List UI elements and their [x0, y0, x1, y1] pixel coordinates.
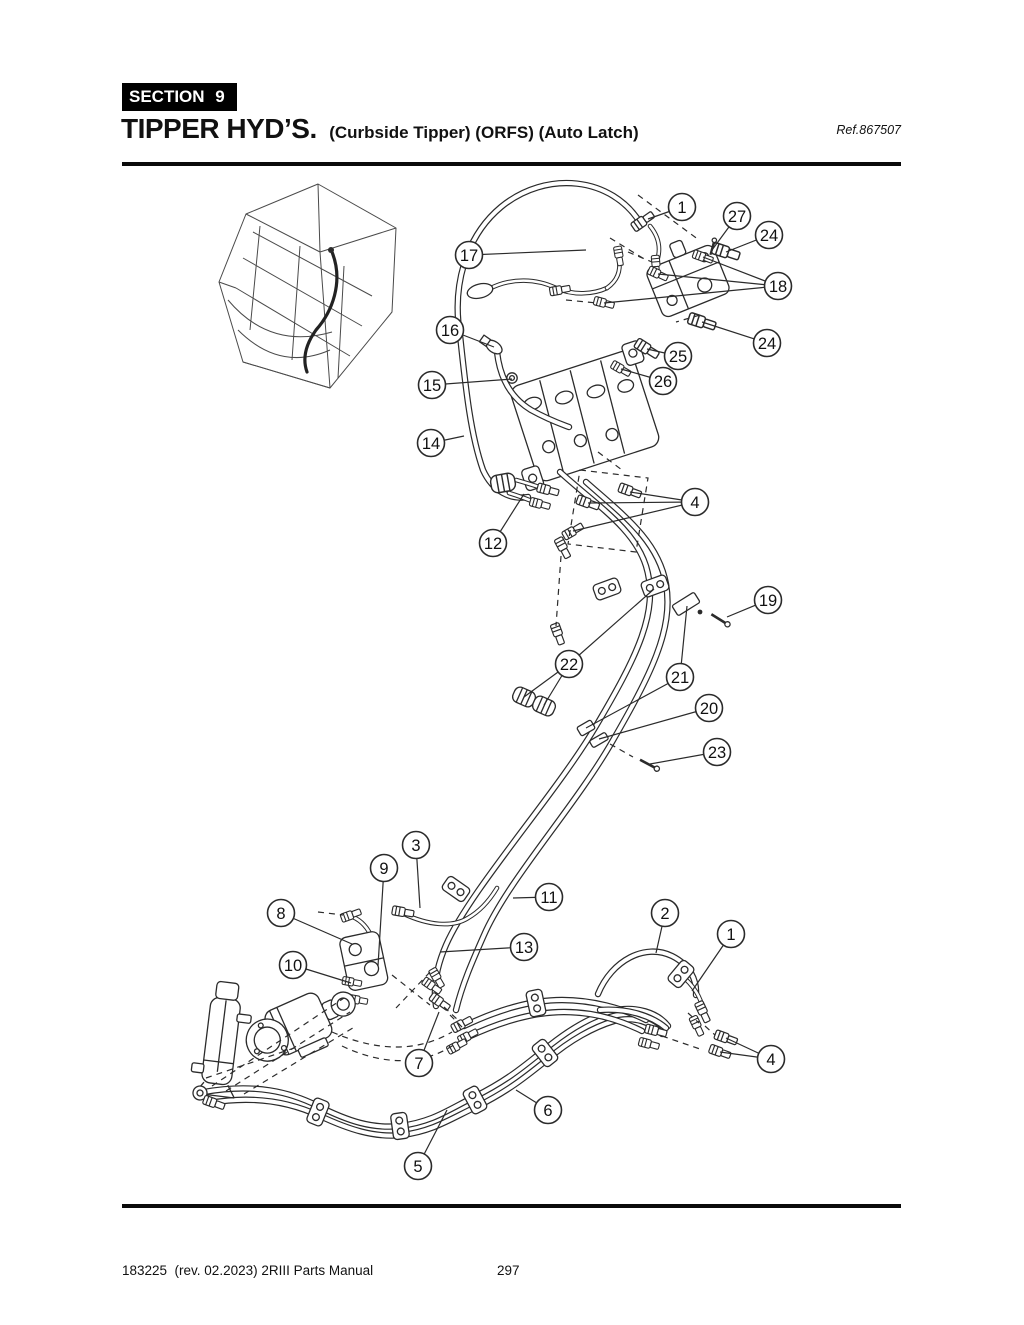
callout-7: 7	[404, 1048, 434, 1078]
callout-leader-21	[585, 676, 681, 729]
svg-text:4: 4	[690, 494, 699, 512]
callout-leader-9	[377, 867, 385, 967]
callout-13: 13	[509, 932, 539, 962]
section-badge: SECTION 9	[122, 83, 237, 111]
svg-text:9: 9	[379, 860, 388, 878]
svg-text:14: 14	[422, 435, 440, 453]
callout-6: 6	[533, 1095, 563, 1125]
callout-17: 17	[454, 240, 484, 270]
footer-document-id: 183225 (rev. 02.2023) 2RIII Parts Manual	[122, 1263, 374, 1278]
svg-text:17: 17	[460, 247, 478, 265]
control-valve-bank	[510, 340, 660, 492]
callout-12: 12	[478, 528, 508, 558]
svg-text:24: 24	[758, 335, 776, 353]
callout-4: 4	[680, 487, 710, 517]
callout-15: 15	[417, 370, 447, 400]
svg-text:19: 19	[759, 592, 777, 610]
callout-16: 16	[435, 315, 465, 345]
svg-text:11: 11	[540, 889, 557, 907]
svg-text:10: 10	[284, 957, 302, 975]
svg-text:13: 13	[515, 939, 533, 957]
callout-18: 18	[763, 271, 793, 301]
svg-text:18: 18	[769, 278, 787, 296]
callout-14: 14	[416, 428, 446, 458]
callout-11: 11	[534, 882, 564, 912]
callout-leader-lines	[280, 206, 779, 1167]
svg-text:20: 20	[700, 700, 718, 718]
svg-text:2: 2	[660, 905, 669, 923]
truck-body-sketch	[218, 183, 397, 389]
callout-25: 25	[663, 341, 693, 371]
header-rule	[122, 162, 901, 166]
callout-leader-22	[568, 588, 655, 665]
title-main: TIPPER HYD’S.	[121, 113, 317, 144]
svg-text:7: 7	[414, 1055, 423, 1073]
callout-8: 8	[266, 898, 296, 928]
section-label: SECTION 9	[129, 87, 225, 106]
callout-leader-4	[572, 501, 696, 532]
hose-eye-end	[466, 282, 494, 300]
callout-leader-18	[603, 285, 779, 304]
footer-rule	[122, 1204, 901, 1208]
callout-4: 4	[756, 1044, 786, 1074]
svg-text:27: 27	[728, 208, 746, 226]
callout-leader-20	[598, 707, 710, 740]
hydraulic-hoses	[204, 183, 703, 1136]
page-title: TIPPER HYD’S. (Curbside Tipper) (ORFS) (…	[121, 113, 821, 145]
callout-1: 1	[716, 919, 746, 949]
title-subtitle: (Curbside Tipper) (ORFS) (Auto Latch)	[329, 123, 639, 142]
callout-20: 20	[694, 693, 724, 723]
callout-22: 22	[554, 649, 584, 679]
hoist-cylinder-sketch	[190, 980, 252, 1099]
callout-27: 27	[722, 201, 752, 231]
callout-24: 24	[754, 220, 784, 250]
latch-valve-assembly	[339, 906, 389, 1007]
svg-text:4: 4	[766, 1051, 775, 1069]
svg-text:24: 24	[760, 227, 778, 245]
svg-text:3: 3	[411, 837, 420, 855]
callout-5: 5	[403, 1151, 433, 1181]
fittings-and-hardware	[192, 209, 742, 1141]
callout-1: 1	[667, 192, 697, 222]
callout-24: 24	[752, 328, 782, 358]
callout-leader-18	[657, 273, 779, 287]
callout-26: 26	[648, 366, 678, 396]
callout-9: 9	[369, 853, 399, 883]
svg-text:21: 21	[671, 669, 689, 687]
callout-21: 21	[665, 662, 695, 692]
svg-text:1: 1	[677, 199, 686, 217]
callout-leader-4	[587, 501, 696, 504]
svg-text:6: 6	[543, 1102, 552, 1120]
svg-text:8: 8	[276, 905, 285, 923]
ref-number: Ref.867507	[836, 123, 901, 137]
auto-latch-valve	[646, 239, 730, 318]
svg-text:15: 15	[423, 377, 441, 395]
svg-text:16: 16	[441, 322, 459, 340]
svg-text:23: 23	[708, 744, 726, 762]
callout-2: 2	[650, 898, 680, 928]
svg-text:22: 22	[560, 656, 578, 674]
callout-3: 3	[401, 830, 431, 860]
callout-10: 10	[278, 950, 308, 980]
svg-text:26: 26	[654, 373, 672, 391]
svg-text:5: 5	[413, 1158, 422, 1176]
footer-page-number: 297	[497, 1263, 520, 1278]
svg-text:25: 25	[669, 348, 687, 366]
pump-motor-sketch	[245, 991, 356, 1062]
callout-19: 19	[753, 585, 783, 615]
svg-text:12: 12	[484, 535, 502, 553]
callout-23: 23	[702, 737, 732, 767]
svg-text:1: 1	[726, 926, 735, 944]
callout-leader-17	[468, 249, 587, 256]
